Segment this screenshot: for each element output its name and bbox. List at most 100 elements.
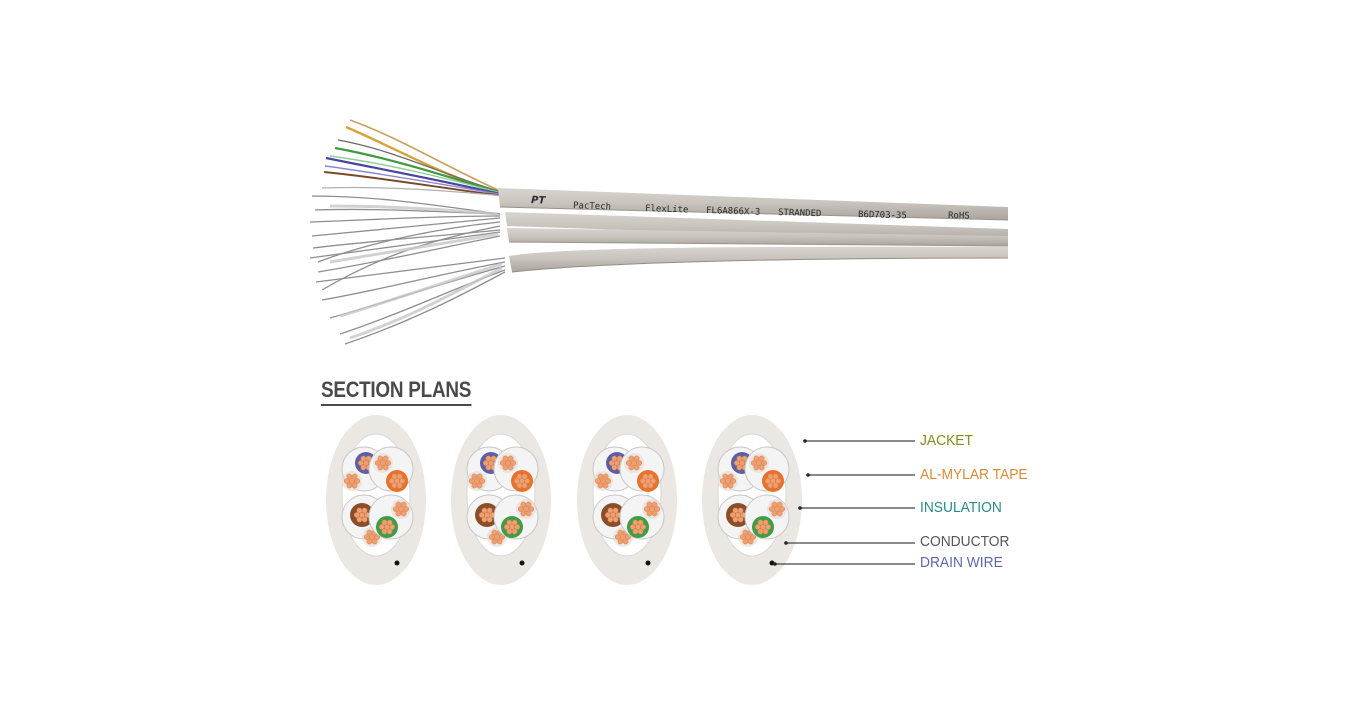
conductor-strand (506, 528, 513, 535)
conductor-strand (758, 455, 765, 462)
cross-section-4 (702, 415, 802, 585)
conductor-strand (597, 482, 604, 489)
cable-lot: B6D703-35 (858, 210, 907, 221)
conductor-strand (391, 482, 398, 489)
conductor-strand (507, 464, 514, 471)
conductor-strand (654, 506, 661, 512)
conductor-strand (525, 510, 532, 517)
conductor-strand (608, 460, 615, 466)
conductor-strand (389, 524, 396, 530)
conductor-strand (736, 464, 743, 471)
conductor-strand (617, 538, 624, 545)
conductor-strand (399, 478, 406, 484)
cross-section-3 (577, 415, 677, 585)
conductor-strand (611, 455, 618, 462)
legend-jacket-label: JACKET (920, 432, 973, 449)
conductor-strand (516, 473, 523, 480)
conductor-strand (633, 455, 640, 462)
conductor-strand (517, 506, 524, 512)
conductor-strand (765, 524, 772, 530)
drain-wire (645, 560, 651, 566)
conductor-strand (737, 507, 744, 514)
conductor-strand (776, 510, 783, 517)
cross-section-1 (326, 415, 426, 585)
conductor-strand (771, 510, 778, 517)
conductor-strand (597, 473, 604, 480)
conductor-strand (651, 501, 658, 508)
conductor-strand (761, 460, 768, 466)
jacket-leader-dot (803, 439, 807, 443)
conductor-strand (403, 506, 410, 512)
conductor-strand (722, 482, 729, 489)
conductor-strand (396, 473, 403, 480)
conductor-strand (386, 528, 393, 535)
conductor-strand (346, 482, 353, 489)
conductor-strand (485, 464, 492, 471)
conductor-strand (361, 507, 368, 514)
conductor-strand (612, 516, 619, 523)
conductor-strand (360, 464, 367, 471)
conductor-strand (737, 516, 744, 523)
conductor-strand (476, 482, 483, 489)
conductor-strand (481, 507, 488, 514)
conductor-strand (499, 460, 506, 466)
conductor-strand (388, 478, 395, 484)
conductor-strand (727, 482, 734, 489)
conductor-strand (378, 524, 385, 530)
conductor-strand (377, 455, 384, 462)
conductor-strand (400, 510, 407, 517)
cable-product: FlexLite (645, 204, 689, 215)
conductor-strand (754, 524, 761, 530)
conductor-strand (513, 478, 520, 484)
conductor-strand (386, 519, 393, 526)
conductor-strand (753, 464, 760, 471)
conductor-strand (607, 507, 614, 514)
conductor-strand (733, 460, 740, 466)
conductor-strand (351, 482, 358, 489)
conductor-strand (374, 460, 381, 466)
conductor-strand (642, 473, 649, 480)
conductor-strand (739, 534, 746, 540)
legend-insulation-label: INSULATION (920, 499, 1002, 516)
conductor-strand (602, 473, 609, 480)
cable-logo: PT (531, 195, 547, 207)
conductor-strand (377, 464, 384, 471)
conductor-strand (488, 534, 495, 540)
conductor-strand (392, 506, 399, 512)
conductor-strand (767, 473, 774, 480)
insulation-leader-dot (798, 506, 802, 510)
cable-jackets (498, 188, 1009, 273)
conductor-strand (637, 528, 644, 535)
drain-wire (519, 560, 525, 566)
conductor-strand (516, 482, 523, 489)
conductor-strand (343, 478, 350, 484)
conductor-strand (617, 529, 624, 536)
conductor-strand (395, 510, 402, 517)
shield-foil (329, 204, 503, 340)
conductor-strand (485, 455, 492, 462)
conductor-strand (727, 473, 734, 480)
conductor-strand (396, 482, 403, 489)
conductor-strand (771, 501, 778, 508)
conductor-strand (767, 482, 774, 489)
conductor-strand (507, 455, 514, 462)
conductor-strand (625, 460, 632, 466)
conductor-strand (604, 512, 611, 518)
conductor-strand (351, 473, 358, 480)
conductor-strand (637, 519, 644, 526)
conductor-strand (471, 473, 478, 480)
conductor-strand (371, 538, 378, 545)
conductor-strand (594, 478, 601, 484)
conductor-strand (357, 460, 364, 466)
conductor-strand (486, 507, 493, 514)
conductor-strand (382, 455, 389, 462)
section-title: SECTION PLANS (321, 377, 471, 406)
conductor-strand (622, 538, 629, 545)
conductor-strand (496, 538, 503, 545)
conductor-strand (632, 528, 639, 535)
conductor-strand (524, 478, 531, 484)
conductor-strand (607, 516, 614, 523)
conductor-strand (612, 507, 619, 514)
